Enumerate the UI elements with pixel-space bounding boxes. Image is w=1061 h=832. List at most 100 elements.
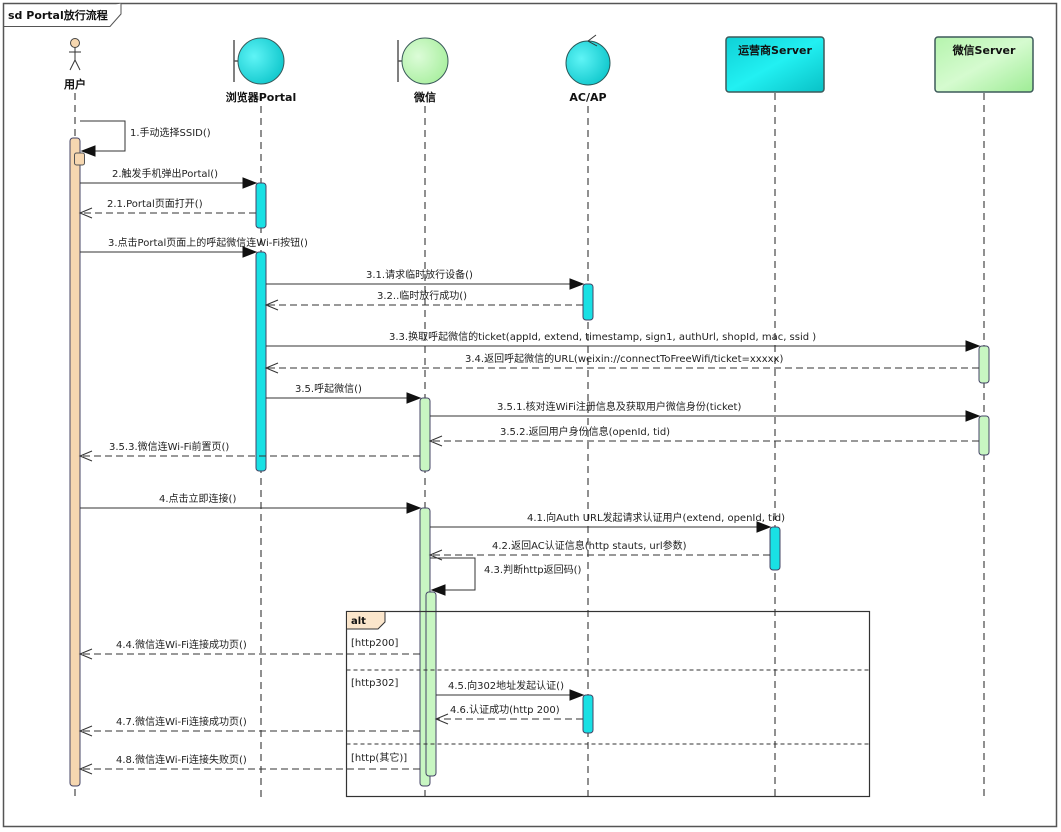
- alt-operator-tab: [346, 611, 386, 630]
- control-arrow: [587, 34, 598, 47]
- arrowhead-open: [78, 648, 93, 660]
- message-call: 3.1.请求临时放行设备(): [266, 268, 585, 290]
- message-label: 4.6.认证成功(http 200): [450, 703, 560, 716]
- message-return: 4.6.认证成功(http 200): [434, 703, 583, 725]
- arrowhead-filled: [965, 340, 981, 352]
- message-call: 3.点击Portal页面上的呼起微信连Wi-Fi按钮(): [80, 236, 308, 258]
- actor-icon: [69, 38, 81, 71]
- alt-fragment: [345, 610, 871, 798]
- activation-portal: [255, 251, 267, 472]
- message-return: 4.8.微信连Wi-Fi连接失败页(): [78, 753, 420, 775]
- message-label: 2.触发手机弹出Portal(): [112, 167, 218, 180]
- message-label: 1.手动选择SSID(): [130, 126, 211, 139]
- message-return: 4.7.微信连Wi-Fi连接成功页(): [78, 715, 420, 737]
- frame-title-tab: [3, 3, 122, 27]
- alt-guard: [http(其它)]: [351, 751, 407, 764]
- message-label: 4.8.微信连Wi-Fi连接失败页(): [116, 753, 247, 766]
- message-line: [80, 120, 126, 152]
- activation-acap: [582, 283, 594, 321]
- control-icon: [565, 34, 611, 86]
- actor-leg: [74, 59, 81, 71]
- message-label: 3.5.呼起微信(): [295, 382, 362, 395]
- message-label: 3.4.返回呼起微信的URL(weixin://connectToFreeWif…: [465, 352, 783, 365]
- alt-operator-label: alt: [351, 616, 366, 627]
- arrowhead-open: [78, 207, 93, 219]
- activation-wxserver: [978, 415, 990, 456]
- server-box-rect: [725, 36, 825, 93]
- actor-head: [70, 38, 80, 48]
- message-return: 4.2.返回AC认证信息(http stauts, url参数): [428, 539, 770, 561]
- message-call: 2.触发手机弹出Portal(): [80, 167, 258, 189]
- server-box-rect: [934, 36, 1034, 93]
- lifeline-label: 微信: [413, 90, 436, 104]
- message-label: 4.5.向302地址发起认证(): [448, 679, 564, 692]
- boundary-circle: [401, 37, 449, 85]
- arrowhead-open: [428, 435, 443, 447]
- message-label: 3.1.请求临时放行设备(): [366, 268, 473, 281]
- arrowhead-filled: [80, 145, 96, 157]
- message-call: 3.3.换取呼起微信的ticket(appId, extend, timesta…: [266, 330, 981, 352]
- activation-wechat-nested: [425, 591, 437, 777]
- message-return: 3.4.返回呼起微信的URL(weixin://connectToFreeWif…: [264, 352, 979, 374]
- activation-wxserver: [978, 345, 990, 384]
- message-label: 3.5.1.核对连WiFi注册信息及获取用户微信身份(ticket): [497, 400, 741, 413]
- arrowhead-filled: [406, 392, 422, 404]
- message-label: 4.4.微信连Wi-Fi连接成功页(): [116, 638, 247, 651]
- message-label: 4.7.微信连Wi-Fi连接成功页(): [116, 715, 247, 728]
- message-call: 4.5.向302地址发起认证(): [436, 679, 585, 701]
- message-label: 3.5.3.微信连Wi-Fi前置页(): [109, 440, 229, 453]
- message-self: 1.手动选择SSID(): [80, 120, 211, 157]
- message-label: 3.2..临时放行成功(): [377, 289, 467, 302]
- arrowhead-open: [264, 362, 279, 374]
- arrowhead-filled: [242, 177, 258, 189]
- arrowhead-filled: [569, 689, 585, 701]
- arrowhead-open: [78, 450, 93, 462]
- activation-acap: [582, 694, 594, 734]
- server-box: 运营商Server: [725, 36, 825, 93]
- arrowhead-open: [434, 713, 449, 725]
- actor-leg: [69, 59, 76, 71]
- lifeline-acap: AC/AP: [565, 34, 611, 800]
- lifeline-label: AC/AP: [569, 91, 606, 104]
- server-box-label: 微信Server: [952, 43, 1016, 57]
- alt-guard: [http200]: [351, 638, 399, 649]
- message-call: 4.点击立即连接(): [80, 492, 422, 514]
- activation-user: [69, 137, 81, 787]
- message-return: 2.1.Portal页面打开(): [78, 197, 256, 219]
- lifeline-opserver: 运营商Server: [725, 36, 825, 800]
- activation-portal: [255, 182, 267, 229]
- message-return: 3.5.3.微信连Wi-Fi前置页(): [78, 440, 420, 462]
- boundary-icon: [233, 37, 285, 85]
- message-label: 4.3.判断http返回码(): [484, 563, 582, 576]
- lifeline-label: 浏览器Portal: [226, 90, 297, 104]
- server-box-label: 运营商Server: [738, 43, 812, 57]
- arrowhead-open: [78, 725, 93, 737]
- arrowhead-filled: [406, 502, 422, 514]
- arrowhead-filled: [569, 278, 585, 290]
- message-return: 3.5.2.返回用户身份信息(openId, tid): [428, 425, 979, 447]
- message-return: 3.2..临时放行成功(): [264, 289, 583, 311]
- message-call: 3.5.1.核对连WiFi注册信息及获取用户微信身份(ticket): [430, 400, 981, 422]
- message-label: 3.5.2.返回用户身份信息(openId, tid): [500, 425, 670, 438]
- control-circle: [565, 40, 611, 86]
- message-call: 4.1.向Auth URL发起请求认证用户(extend, openId, ti…: [430, 511, 785, 533]
- activation-user-nested: [74, 152, 85, 166]
- alt-guard: [http302]: [351, 678, 399, 689]
- arrowhead-filled: [965, 410, 981, 422]
- arrowhead-filled: [756, 521, 772, 533]
- message-call: 3.5.呼起微信(): [266, 382, 422, 404]
- message-label: 4.点击立即连接(): [159, 492, 236, 505]
- server-box: 微信Server: [934, 36, 1034, 93]
- message-label: 3.点击Portal页面上的呼起微信连Wi-Fi按钮(): [108, 236, 308, 249]
- boundary-circle: [237, 37, 285, 85]
- message-label: 3.3.换取呼起微信的ticket(appId, extend, timesta…: [389, 330, 816, 343]
- arrowhead-open: [264, 299, 279, 311]
- message-return: 4.4.微信连Wi-Fi连接成功页(): [78, 638, 420, 660]
- message-line: [430, 557, 476, 591]
- arrowhead-filled: [242, 246, 258, 258]
- boundary-icon: [397, 37, 449, 85]
- lifeline-label: 用户: [64, 77, 86, 91]
- activation-opserver: [769, 526, 781, 571]
